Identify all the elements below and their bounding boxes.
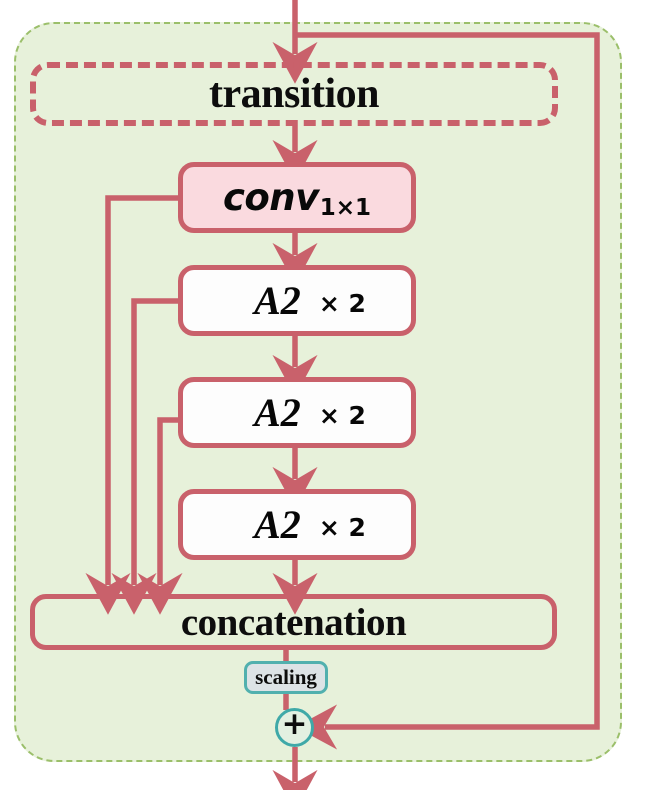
- node-a2-block-3-main-text: A2: [254, 501, 301, 547]
- node-a2-block-2-main-text: A2: [254, 389, 301, 435]
- node-a2-block-1-main-text: A2: [254, 277, 301, 323]
- node-conv-subscript: 1×1: [319, 195, 372, 221]
- node-transition-label: transition: [208, 71, 380, 117]
- node-a2-block-2-multiplier: × 2: [318, 400, 366, 430]
- node-a2-block-1-label: A2 × 2: [228, 277, 366, 323]
- node-conv-main-text: conv: [222, 176, 319, 219]
- plus-icon: +: [281, 706, 308, 742]
- node-scaling[interactable]: scaling: [244, 661, 328, 694]
- node-a2-block-2-label: A2 × 2: [228, 389, 366, 435]
- node-transition[interactable]: transition: [30, 62, 558, 126]
- node-a2-block-3-label: A2 × 2: [228, 501, 366, 547]
- node-a2-block-1[interactable]: A2 × 2: [178, 265, 416, 336]
- node-concatenation-label: concatenation: [180, 600, 407, 644]
- node-concatenation[interactable]: concatenation: [30, 594, 557, 650]
- node-a2-block-3-multiplier: × 2: [318, 512, 366, 542]
- node-a2-block-3[interactable]: A2 × 2: [178, 489, 416, 560]
- node-add-operator[interactable]: +: [275, 708, 314, 747]
- node-a2-block-2[interactable]: A2 × 2: [178, 377, 416, 448]
- node-scaling-label: scaling: [255, 665, 317, 689]
- node-a2-block-1-multiplier: × 2: [318, 288, 366, 318]
